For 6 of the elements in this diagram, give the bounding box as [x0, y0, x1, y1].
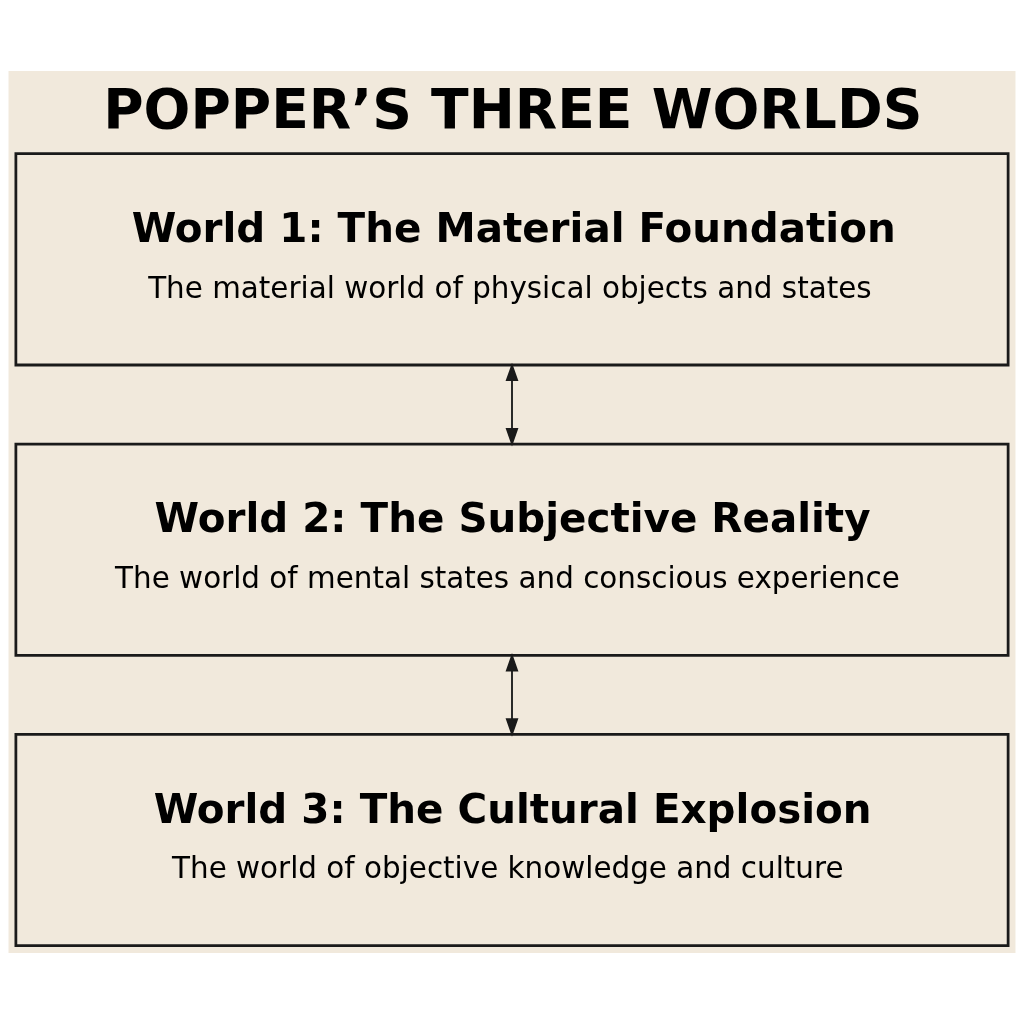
arrow: [505, 653, 519, 737]
diagram-title: POPPER’S THREE WORLDS: [103, 76, 923, 141]
arrow: [505, 362, 519, 447]
node-box: World 3: The Cultural Explosion The world of objective knowledge and culture: [14, 732, 1010, 948]
node-box: World 1: The Material Foundation The material world of physical objects and states: [14, 152, 1010, 367]
node-box: World 2: The Subjective Reality The world of mental states and conscious experience: [14, 442, 1010, 657]
